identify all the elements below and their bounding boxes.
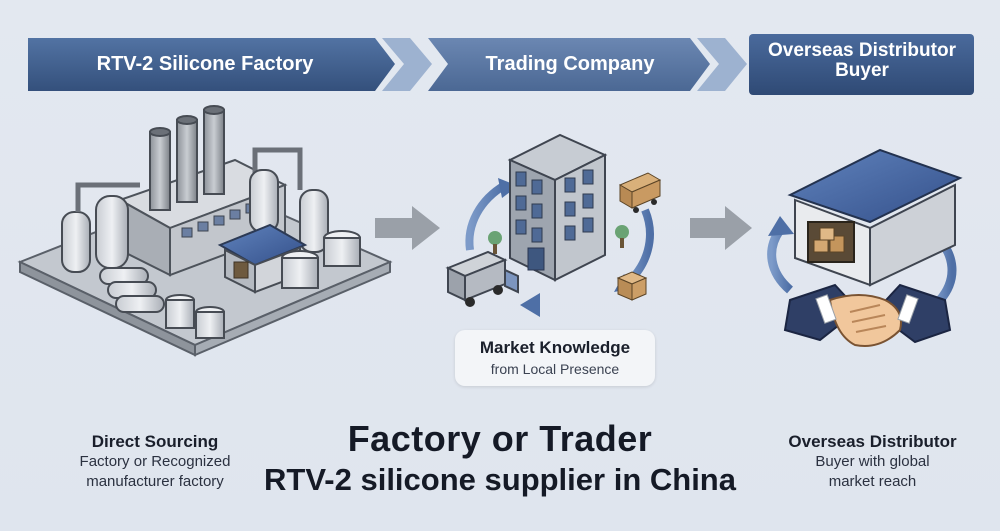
stage-label-trading: Trading Company [485,53,655,75]
caption-direct-sourcing-line2: manufacturer factory [86,472,224,490]
market-knowledge-box: Market Knowledge from Local Presence [455,330,655,386]
main-title-line1: Factory or Trader [347,418,653,459]
trading-illustration [445,133,662,317]
stage-banner-distributor [749,34,974,95]
caption-direct-sourcing: Direct Sourcing Factory or Recognized ma… [40,432,270,491]
market-knowledge-subtitle: from Local Presence [490,361,620,377]
main-title-line2: RTV-2 silicone supplier in China [264,462,736,497]
distributor-illustration [767,148,963,347]
caption-overseas-distributor-heading: Overseas Distributor [788,432,957,451]
caption-overseas-distributor-line1: Buyer with global [815,453,930,470]
stage-label-factory: RTV-2 Silicone Factory [96,53,314,75]
caption-direct-sourcing-heading: Direct Sourcing [91,432,219,451]
market-knowledge-title: Market Knowledge [479,338,631,357]
stage-banner-chevron-2 [697,38,747,91]
factory-illustration [17,105,393,357]
stage-banner-trading [428,38,710,91]
main-title: Factory or Trader RTV-2 silicone supplie… [260,418,740,498]
caption-direct-sourcing-line1: Factory or Recognized [79,453,231,470]
stage-label-distributor: Overseas Distributor Buyer [752,41,972,81]
caption-overseas-distributor-line2: market reach [828,472,917,490]
flow-arrow-1 [375,206,440,250]
stage-banner-chevron-1 [382,38,432,91]
flow-arrow-2 [690,206,752,250]
caption-overseas-distributor: Overseas Distributor Buyer with global m… [760,432,985,491]
stage-label-distributor-line2: Buyer [835,59,889,81]
stage-banner-factory [28,38,395,91]
stage-label-distributor-line1: Overseas Distributor [768,40,956,61]
